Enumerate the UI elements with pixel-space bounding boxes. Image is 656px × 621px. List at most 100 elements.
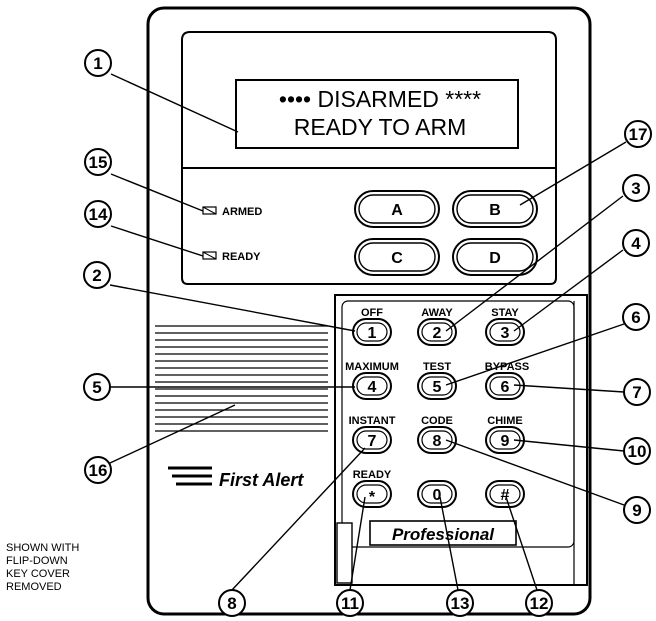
lcd-line-1: •••• DISARMED **** xyxy=(279,86,481,112)
callout-13-number: 13 xyxy=(451,594,470,613)
key-6-button[interactable]: 6 xyxy=(485,372,525,400)
leader-6 xyxy=(445,323,625,386)
key-9-glyph: 9 xyxy=(501,433,510,450)
key-8-label: CODE xyxy=(421,415,453,427)
function-key-b-label: B xyxy=(489,202,501,219)
leader-13 xyxy=(439,496,459,591)
leader-15 xyxy=(110,173,204,212)
callout-8: 8 xyxy=(218,589,246,617)
key-star-label: READY xyxy=(353,469,392,481)
key-7-label: INSTANT xyxy=(349,415,396,427)
ready-indicator: READY xyxy=(202,251,261,263)
callout-15: 15 xyxy=(84,148,112,176)
key-9-button[interactable]: 9 xyxy=(485,426,525,454)
key-star-button[interactable]: * xyxy=(352,480,392,508)
callout-5-number: 5 xyxy=(92,378,101,397)
leader-1 xyxy=(110,73,239,133)
function-key-d-label: D xyxy=(489,250,501,267)
leader-3 xyxy=(445,195,624,332)
callout-14-number: 14 xyxy=(89,205,108,224)
function-key-a-label: A xyxy=(391,202,403,219)
key-1-label: OFF xyxy=(361,307,383,319)
leader-11 xyxy=(349,496,366,591)
function-key-b[interactable]: B xyxy=(452,190,538,228)
callout-1: 1 xyxy=(84,49,112,77)
callout-leaders xyxy=(109,73,627,591)
callout-9-number: 9 xyxy=(632,501,641,520)
key-6-glyph: 6 xyxy=(501,379,510,396)
leader-17 xyxy=(519,141,627,206)
key-5-button[interactable]: 5 xyxy=(417,372,457,400)
note-line-1: SHOWN WITH xyxy=(6,542,80,554)
function-key-c[interactable]: C xyxy=(354,238,440,276)
leader-4 xyxy=(513,249,624,332)
leader-12 xyxy=(505,496,538,591)
callout-4-number: 4 xyxy=(631,234,641,253)
leader-7 xyxy=(513,384,625,393)
key-3-label: STAY xyxy=(491,307,519,319)
callout-12-number: 12 xyxy=(530,594,549,613)
keypad-hinge-slot xyxy=(336,522,353,584)
key-pound-button[interactable]: # xyxy=(485,480,525,508)
key-0-glyph: 0 xyxy=(433,487,442,504)
armed-label: ARMED xyxy=(222,206,262,218)
key-7-glyph: 7 xyxy=(368,433,377,450)
ready-label: READY xyxy=(222,251,261,263)
professional-text: Professional xyxy=(392,525,495,544)
callout-3: 3 xyxy=(622,174,650,202)
callout-16-number: 16 xyxy=(89,461,108,480)
function-key-a[interactable]: A xyxy=(354,190,440,228)
key-3-button[interactable]: 3 xyxy=(485,318,525,346)
callout-5: 5 xyxy=(83,373,111,401)
key-4-label: MAXIMUM xyxy=(345,361,399,373)
callout-17-number: 17 xyxy=(629,125,648,144)
callout-1-number: 1 xyxy=(93,54,102,73)
callouts: 1 15 14 2 5 16 17 3 4 6 7 10 9 8 11 xyxy=(83,49,652,617)
callout-11-number: 11 xyxy=(341,594,359,613)
callout-6: 6 xyxy=(622,303,650,331)
callout-2-number: 2 xyxy=(92,266,101,285)
leader-8 xyxy=(231,447,366,591)
key-1-button[interactable]: 1 xyxy=(352,318,392,346)
callout-13: 13 xyxy=(446,589,474,617)
callout-12: 12 xyxy=(525,589,553,617)
key-1-glyph: 1 xyxy=(368,325,377,342)
leader-10 xyxy=(513,439,625,452)
key-0-button[interactable]: 0 xyxy=(417,480,457,508)
key-2-button[interactable]: 2 xyxy=(417,318,457,346)
key-pound-glyph: # xyxy=(501,487,510,504)
callout-10: 10 xyxy=(623,437,651,465)
brand-logo-text: First Alert xyxy=(219,470,304,490)
callout-11: 11 xyxy=(336,589,364,617)
leader-2 xyxy=(109,284,356,332)
professional-plate xyxy=(369,520,517,546)
note-line-4: REMOVED xyxy=(6,581,62,593)
function-key-d[interactable]: D xyxy=(452,238,538,276)
function-key-c-label: C xyxy=(391,250,403,267)
leader-9 xyxy=(445,439,625,506)
callout-7-number: 7 xyxy=(632,383,641,402)
callout-14: 14 xyxy=(84,200,112,228)
callout-6-number: 6 xyxy=(631,308,640,327)
key-8-button[interactable]: 8 xyxy=(417,426,457,454)
key-3-glyph: 3 xyxy=(501,325,510,342)
key-7-button[interactable]: 7 xyxy=(352,426,392,454)
key-6-label: BYPASS xyxy=(485,361,529,373)
key-2-glyph: 2 xyxy=(433,325,442,342)
leader-14 xyxy=(110,225,204,257)
key-5-glyph: 5 xyxy=(433,379,442,396)
lcd-window xyxy=(235,79,519,149)
key-8-glyph: 8 xyxy=(433,433,442,450)
armed-indicator: ARMED xyxy=(202,206,262,218)
callout-10-number: 10 xyxy=(628,442,647,461)
first-alert-logo: First Alert xyxy=(168,466,304,490)
callout-7: 7 xyxy=(623,378,651,406)
key-4-button[interactable]: 4 xyxy=(352,372,392,400)
key-9-label: CHIME xyxy=(487,415,522,427)
lcd-line-2: READY TO ARM xyxy=(294,114,467,140)
callout-16: 16 xyxy=(84,456,112,484)
callout-8-number: 8 xyxy=(227,594,236,613)
key-2-label: AWAY xyxy=(421,307,453,319)
callout-17: 17 xyxy=(624,120,652,148)
